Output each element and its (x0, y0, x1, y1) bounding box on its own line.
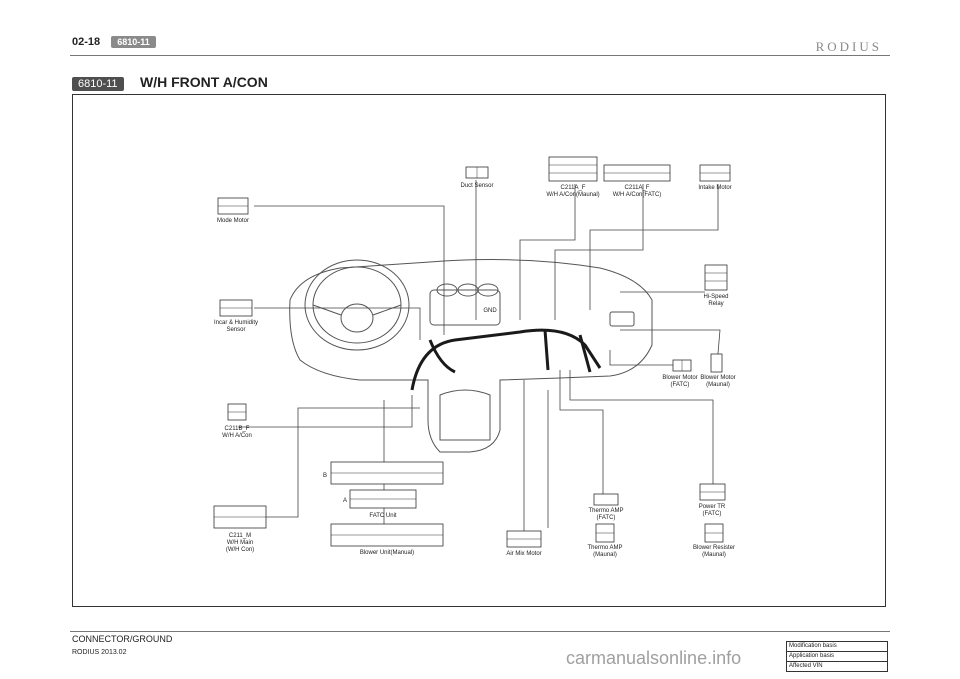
steering-wheel-outer (304, 259, 410, 351)
c211a-manual-label: C211A_F (561, 185, 586, 191)
connectors (213, 156, 731, 548)
fatc-a-label: A (343, 498, 347, 504)
intake-motor-label: Intake Motor (698, 185, 731, 191)
c211b-sub: W/H A/Con (222, 433, 252, 439)
steering-hub (340, 303, 374, 333)
harness (410, 328, 602, 391)
watermark: carmanualsonline.info (566, 648, 742, 668)
diagram-frame (72, 94, 886, 607)
page-number: 02-18 6810-11 (72, 36, 156, 48)
blower-manual-connector (710, 353, 723, 373)
c211a-manual-sub: W/H A/Con(Maunal) (546, 192, 599, 198)
incar-label: Incar & Humidity (214, 320, 258, 326)
power-tr-sub: (FATC) (703, 511, 722, 517)
hi-speed-sub: Relay (708, 301, 723, 307)
lead-wires (238, 180, 721, 532)
dashboard-outline (289, 259, 653, 453)
c211m-sub2: (W/H Con) (226, 547, 254, 553)
footer-section: CONNECTOR/GROUND (72, 634, 173, 644)
blower-resister-sub: (Maunal) (702, 552, 726, 558)
thermo-fatc-label: Thermo AMP (588, 508, 623, 514)
mode-motor-label: Mode Motor (217, 218, 249, 224)
stamp-modification: Modification basis (787, 642, 887, 652)
stamp-vin: Affected VIN (789, 663, 823, 669)
fatc-b-label: B (323, 473, 327, 479)
c211a-manual-connector (548, 156, 598, 182)
blower-manual-sub: (Maunal) (706, 382, 730, 388)
revision-stamp: Modification basis Application basis Aff… (786, 641, 888, 672)
hi-speed-label: Hi-Speed (703, 294, 728, 300)
c211m-label: C211_M (229, 533, 251, 539)
thermo-manual-label: Thermo AMP (587, 545, 622, 551)
blower-manual-label: Blower Motor (700, 375, 735, 381)
page-number-text: 02-18 (72, 36, 101, 48)
thermo-manual-sub: (Maunal) (593, 552, 617, 558)
c211m-sub: W/H Main (227, 540, 253, 546)
duct-sensor-label: Duct Sensor (460, 183, 493, 189)
air-mix-label: Air Mix Motor (506, 551, 541, 557)
blower-fatc-label: Blower Motor (662, 375, 697, 381)
power-tr-label: Power TR (699, 504, 726, 510)
stamp-application: Application basis (787, 652, 887, 662)
blower-fatc-sub: (FATC) (671, 382, 690, 388)
title-code: 6810-11 (72, 77, 124, 91)
fatc-unit-label: FATC Unit (369, 513, 397, 519)
c211b-label: C211B_F (225, 426, 250, 432)
gnd-label: GND (483, 308, 497, 314)
hi-speed-relay-connector (704, 264, 728, 291)
c211a-fatc-sub: W/H A/Con(FATC) (613, 192, 662, 198)
right-vent (609, 311, 635, 327)
footer-edition: RODIUS 2013.02 (72, 649, 127, 656)
section-tag: 6810-11 (111, 36, 156, 48)
thermo-fatc-sub: (FATC) (597, 515, 616, 521)
header-rule (70, 55, 890, 56)
c211a-fatc-label: C211A_F (625, 185, 650, 191)
page-title: W/H FRONT A/CON (140, 74, 268, 90)
center-panel (429, 289, 501, 326)
brand-logo: RODIUS (815, 39, 882, 54)
footer-rule (70, 631, 890, 632)
incar-sub: Sensor (226, 327, 245, 333)
blower-resister-label: Blower Resister (693, 545, 735, 551)
thermo-fatc-connector (593, 493, 619, 506)
blower-unit-label: Blower Unit(Manual) (360, 550, 414, 556)
